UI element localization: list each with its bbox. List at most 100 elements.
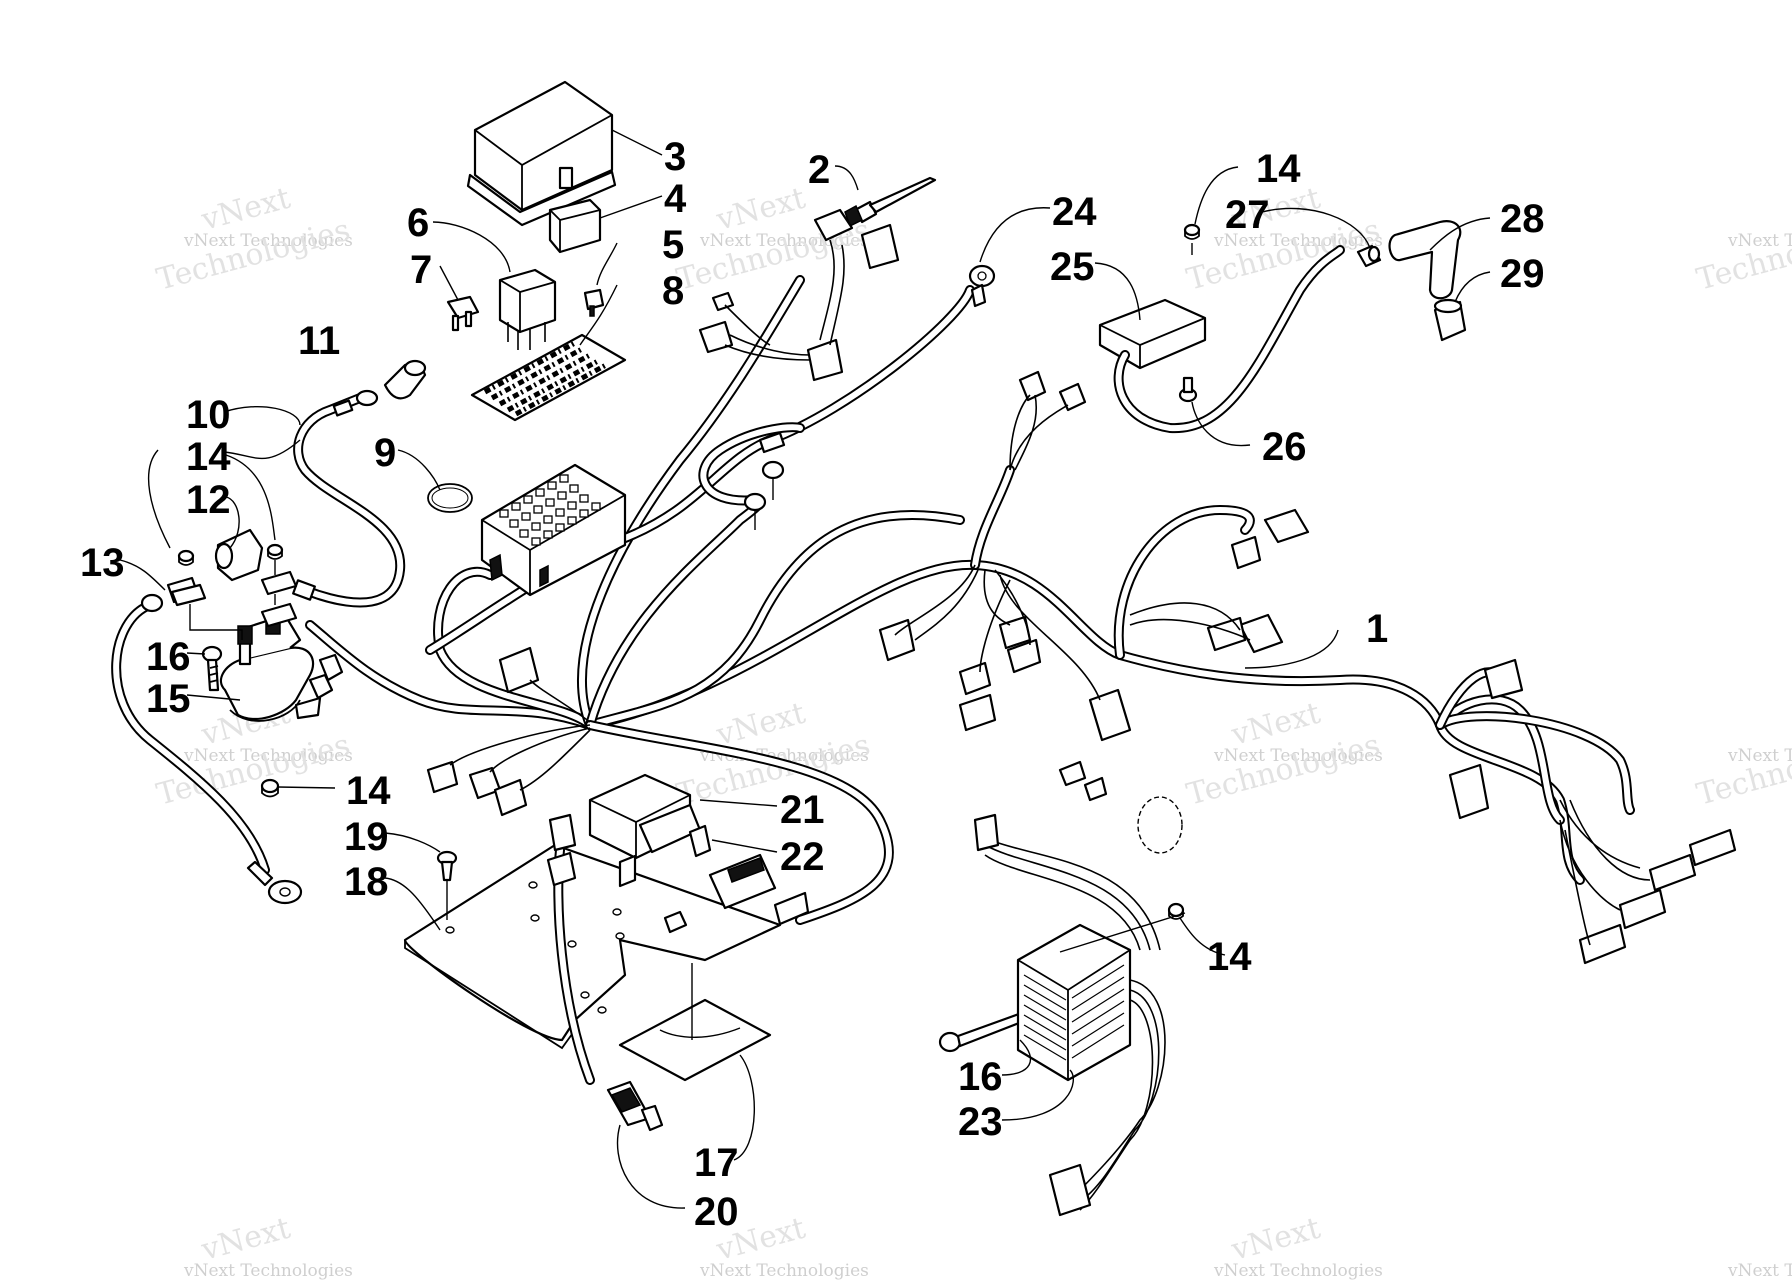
callout-29: 29 (1500, 252, 1545, 296)
callout-23: 23 (958, 1100, 1003, 1144)
svg-text:vNext Technologies: vNext Technologies (183, 1261, 353, 1280)
callout-17: 17 (694, 1141, 739, 1185)
callout-16: 16 (146, 635, 191, 679)
voltage-regulator (973, 813, 1166, 1217)
svg-text:vNext Technologies: vNext Technologies (1727, 1261, 1792, 1280)
rubber-cap (1433, 298, 1467, 342)
ignition-coil-relay (638, 803, 712, 858)
svg-text:vNext Technologies: vNext Technologies (1727, 231, 1792, 251)
watermark: vNext vNext Technologies Technologies (153, 181, 354, 298)
nut (1183, 223, 1201, 255)
watermark: vNext vNext Technologies (183, 1211, 353, 1280)
svg-text:vNext Technologies: vNext Technologies (1213, 1261, 1383, 1280)
callout-5: 5 (662, 223, 684, 267)
fuse-mini (583, 288, 605, 317)
terminal-plate (170, 583, 243, 640)
svg-text:vNext Technologies: vNext Technologies (1727, 746, 1792, 766)
leader-lines (119, 129, 1491, 1209)
callout-25: 25 (1050, 245, 1095, 289)
svg-text:Technologies: Technologies (1183, 213, 1384, 298)
screw (1178, 376, 1198, 403)
callout-26: 26 (1262, 425, 1307, 469)
callout-16: 16 (958, 1055, 1003, 1099)
connector (426, 646, 591, 817)
callout-14: 14 (1207, 935, 1252, 979)
callout-21: 21 (780, 788, 825, 832)
callout-6: 6 (407, 201, 429, 245)
watermark: vNext Technologies Technologies (1693, 728, 1792, 813)
grommet (1356, 244, 1382, 268)
svg-text:vNext: vNext (1227, 1211, 1324, 1268)
connector (708, 853, 810, 926)
watermark: vNext vNext Technologies Technologies (1183, 696, 1384, 813)
sensor-probe (844, 176, 937, 228)
callout-11: 11 (298, 319, 340, 363)
electronic-module (1098, 245, 1345, 434)
svg-text:vNext Technologies: vNext Technologies (183, 231, 353, 251)
callout-14: 14 (346, 769, 391, 813)
callout-1: 1 (1366, 607, 1388, 651)
callout-10: 10 (186, 393, 231, 437)
battery-cable-upper (292, 389, 406, 608)
callout-12: 12 (186, 478, 231, 522)
callout-8: 8 (662, 269, 684, 313)
callout-2: 2 (808, 148, 830, 192)
svg-text:vNext: vNext (197, 1211, 294, 1268)
harness-grommet (1058, 760, 1183, 854)
callout-19: 19 (344, 815, 389, 859)
callout-7: 7 (410, 248, 432, 292)
mounting-plate (403, 843, 782, 1050)
watermark: vNext Technologies Technologies (1693, 213, 1792, 298)
connector (1448, 658, 1737, 965)
fuse-relay-panel (480, 463, 627, 597)
screw (938, 1008, 1034, 1053)
connector (308, 653, 344, 700)
callout-15: 15 (146, 677, 191, 721)
callout-3: 3 (664, 135, 686, 179)
callout-9: 9 (374, 431, 396, 475)
svg-text:vNext Technologies: vNext Technologies (183, 746, 353, 766)
terminal-plate (260, 560, 298, 628)
relay-box-cover (466, 80, 617, 227)
watermark: vNext vNext Technologies Technologies (1183, 181, 1384, 298)
connector (1129, 508, 1310, 654)
svg-text:Technologies: Technologies (1693, 728, 1792, 813)
temperature-sensor (546, 813, 664, 1132)
fuse-blade (446, 295, 480, 332)
svg-text:Technologies: Technologies (1183, 728, 1384, 813)
watermark: vNext vNext Technologies Technologies (673, 696, 874, 813)
callout-4: 4 (664, 177, 687, 221)
solenoid-boot (214, 528, 264, 582)
callout-14: 14 (186, 435, 231, 479)
svg-text:vNext: vNext (712, 696, 809, 753)
relay-cube (498, 268, 557, 350)
callout-14: 14 (1256, 147, 1301, 191)
fuse-label-card (470, 333, 627, 422)
svg-text:vNext: vNext (712, 181, 809, 238)
callout-20: 20 (694, 1190, 739, 1234)
push-rivet (436, 850, 458, 920)
connector (698, 208, 900, 382)
callout-24: 24 (1052, 190, 1097, 234)
connector (1009, 370, 1087, 471)
terminal-boot (383, 359, 427, 400)
svg-text:Technologies: Technologies (153, 213, 354, 298)
callouts: 1 2 3 4 5 6 7 8 9 10 11 12 13 14 14 14 1… (80, 135, 1545, 1234)
nut (177, 549, 195, 566)
callout-18: 18 (344, 860, 389, 904)
relay-small (548, 198, 602, 254)
svg-text:vNext Technologies: vNext Technologies (1213, 746, 1383, 766)
harness-clip-ring (427, 483, 473, 513)
callout-22: 22 (780, 835, 825, 879)
screw (201, 645, 223, 692)
adhesive-pad (618, 963, 772, 1082)
callout-13: 13 (80, 541, 125, 585)
callout-27: 27 (1225, 193, 1270, 237)
ground-cable (698, 264, 996, 530)
callout-28: 28 (1500, 197, 1545, 241)
watermark: vNext vNext Technologies (1213, 1211, 1383, 1280)
nut (266, 543, 284, 560)
svg-text:Technologies: Technologies (1693, 213, 1792, 298)
svg-text:vNext Technologies: vNext Technologies (699, 1261, 869, 1280)
